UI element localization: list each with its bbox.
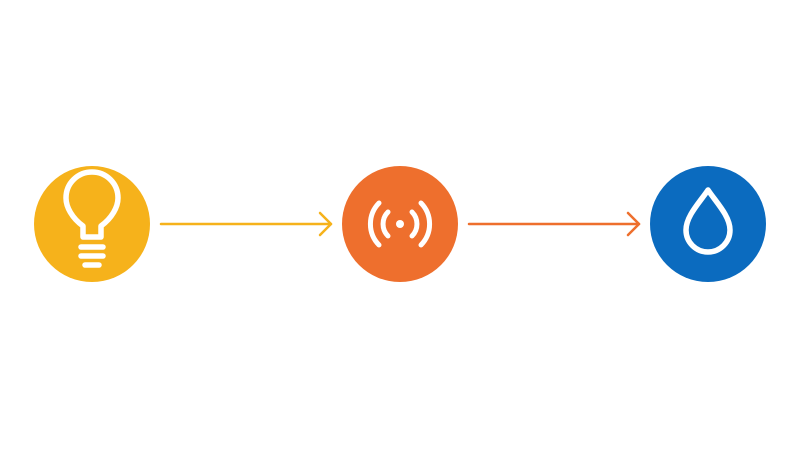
node-idea bbox=[34, 166, 150, 282]
broadcast-signal-icon bbox=[367, 200, 433, 248]
water-drop-icon bbox=[683, 187, 733, 255]
arrow-signal-to-drop bbox=[467, 211, 641, 237]
node-signal bbox=[342, 166, 458, 282]
node-drop bbox=[650, 166, 766, 282]
arrow-idea-to-signal bbox=[159, 211, 333, 237]
lightbulb-icon bbox=[63, 169, 121, 268]
